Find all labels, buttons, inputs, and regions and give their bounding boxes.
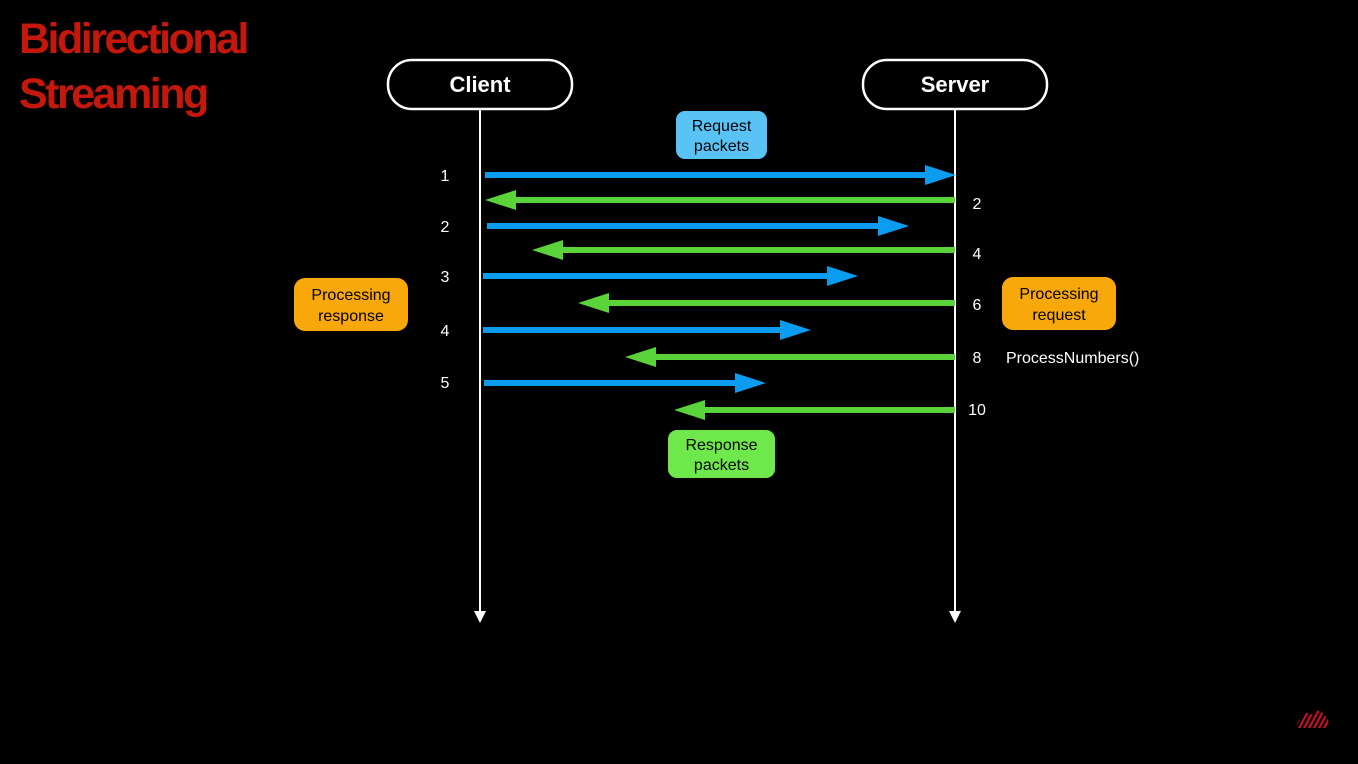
client-label: Client	[449, 72, 511, 97]
processing-request-note: Processing request	[1002, 277, 1116, 330]
page-title: Bidirectional Streaming	[19, 12, 249, 122]
response-arrow-3: 6	[578, 293, 982, 314]
title-line-2: Streaming	[19, 70, 209, 118]
response-arrow-4: 8	[625, 347, 982, 367]
client-lifeline	[474, 110, 486, 623]
response-packets-note: Response packets	[668, 430, 775, 478]
server-participant: Server	[861, 58, 1049, 111]
title-line-1: Bidirectional	[19, 15, 249, 63]
request-seq-label: 2	[441, 219, 450, 236]
request-seq-label: 5	[441, 375, 450, 392]
processing-request-line-2: request	[1032, 307, 1086, 324]
request-seq-label: 1	[441, 168, 450, 185]
response-seq-label: 8	[973, 350, 982, 367]
response-packets-line-2: packets	[694, 457, 749, 474]
response-arrow-5: 10	[674, 400, 986, 420]
request-arrow-2: 2	[441, 216, 909, 236]
request-arrow-3: 3	[441, 266, 858, 286]
request-seq-label: 4	[441, 323, 450, 340]
request-packets-line-2: packets	[694, 138, 749, 155]
processing-response-line-1: Processing	[311, 287, 390, 304]
request-arrow-5: 5	[441, 373, 766, 393]
request-arrow-1: 1	[441, 165, 956, 185]
processing-response-note: Processing response	[294, 278, 408, 331]
processing-request-line-1: Processing	[1019, 286, 1098, 303]
response-seq-label: 6	[973, 297, 982, 314]
server-lifeline	[949, 110, 961, 623]
response-seq-label: 2	[973, 196, 982, 213]
server-label: Server	[921, 72, 990, 97]
request-arrow-4: 4	[441, 320, 811, 340]
processing-response-line-2: response	[318, 308, 384, 325]
response-arrow-1: 2	[485, 190, 982, 213]
client-participant: Client	[386, 58, 574, 111]
response-seq-label: 4	[973, 246, 982, 263]
request-seq-label: 3	[441, 269, 450, 286]
request-packets-note: Request packets	[676, 111, 767, 159]
request-packets-line-1: Request	[692, 118, 752, 135]
response-packets-line-1: Response	[685, 437, 757, 454]
response-arrow-2: 4	[532, 240, 982, 263]
response-seq-label: 10	[968, 402, 986, 419]
cloud-logo-icon	[1297, 710, 1329, 728]
server-function-label: ProcessNumbers()	[1006, 350, 1139, 367]
